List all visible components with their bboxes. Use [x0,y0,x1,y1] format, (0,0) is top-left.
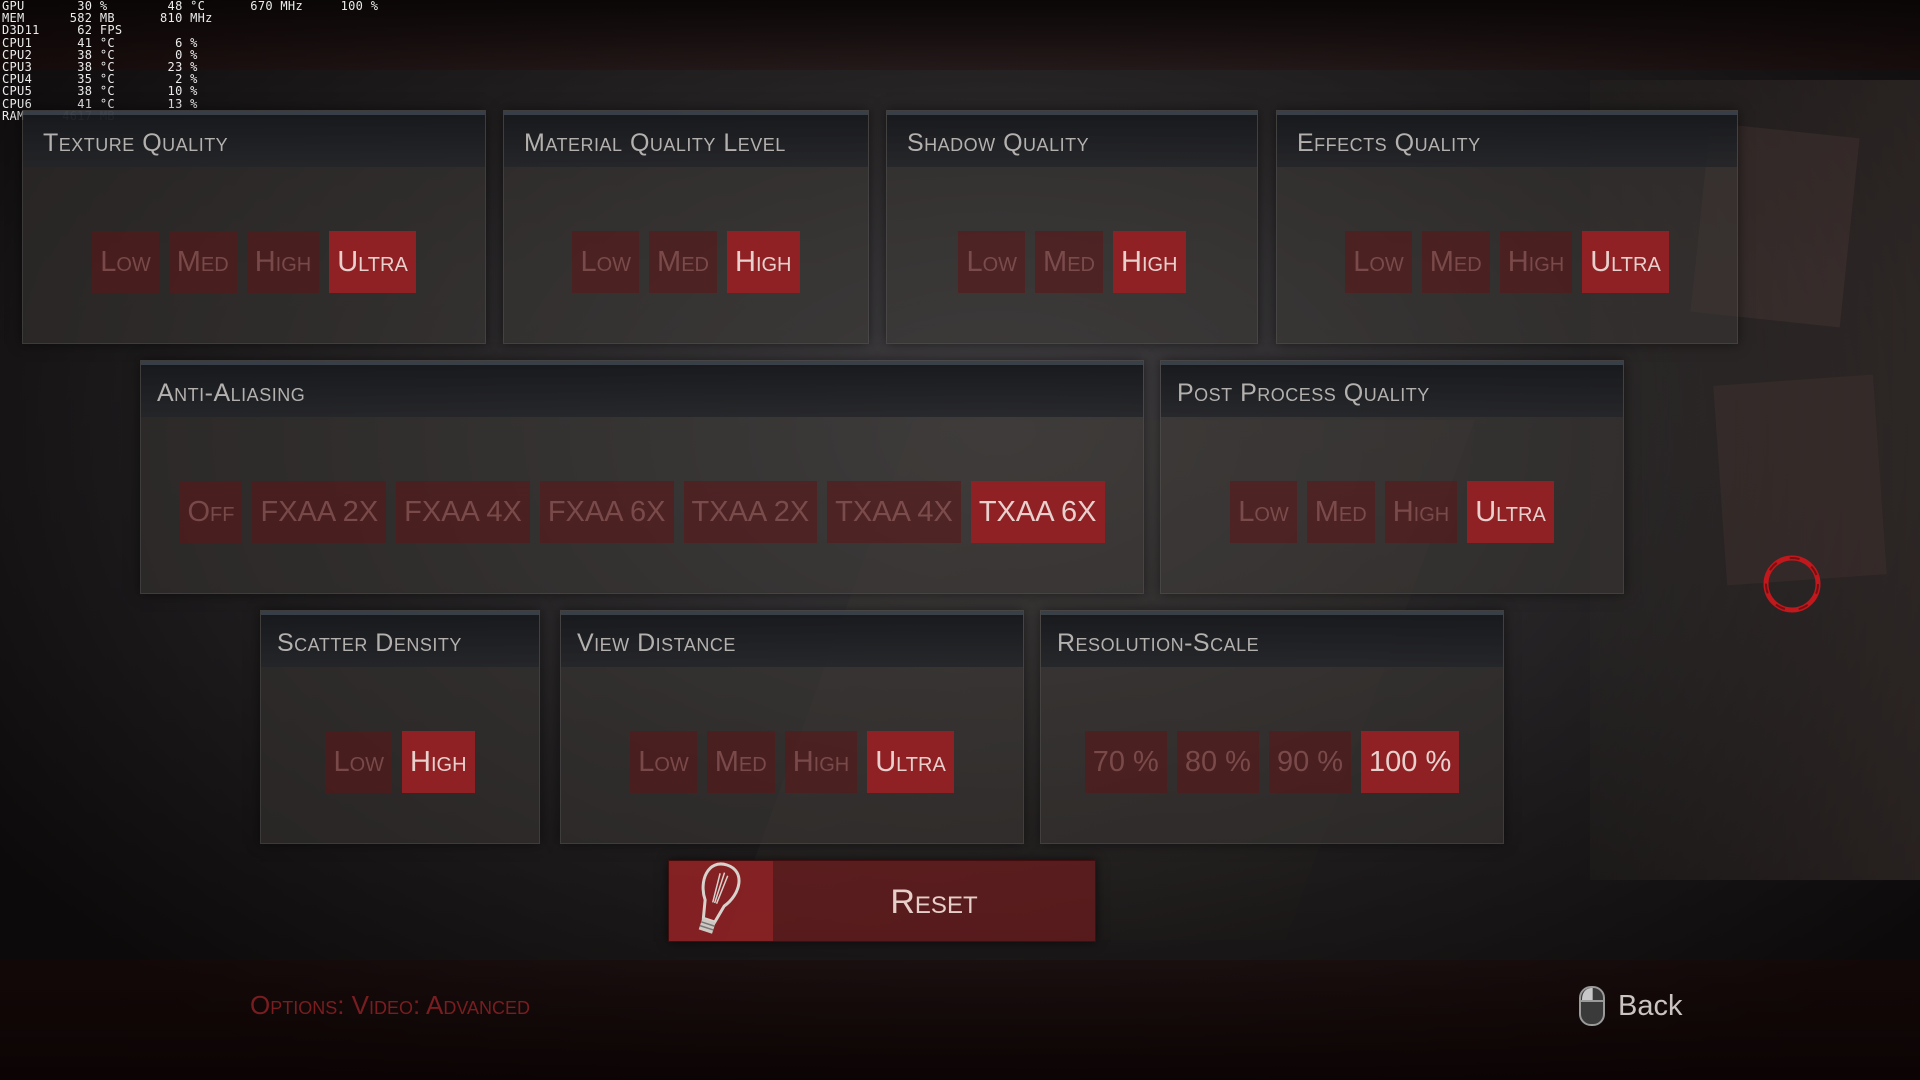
option-antialias-fxaa-2x[interactable]: FXAA 2X [252,481,387,543]
panel-title: Anti-Aliasing [141,361,1143,417]
option-material-med[interactable]: Med [649,231,717,293]
option-antialias-fxaa-4x[interactable]: FXAA 4X [396,481,530,543]
panel-title: Effects Quality [1277,111,1737,167]
option-texture-low[interactable]: Low [92,231,159,293]
option-resscale-100[interactable]: 100 % [1361,731,1460,793]
option-effects-med[interactable]: Med [1421,231,1490,293]
option-antialias-fxaa-6x[interactable]: FXAA 6X [539,481,674,543]
option-viewdist-ultra[interactable]: Ultra [867,731,954,793]
panel-title: Scatter Density [261,611,539,667]
panel-title: Texture Quality [23,111,485,167]
option-effects-low[interactable]: Low [1345,231,1412,293]
option-postprocess-med[interactable]: Med [1306,481,1375,543]
option-effects-ultra[interactable]: Ultra [1582,231,1669,293]
osd-row: MEM 582 MB 810 MHz [2,11,221,26]
option-antialias-off[interactable]: Off [179,481,243,543]
osd-row: CPU3 38 °C 23 % [2,60,221,75]
reset-label: Reset [890,883,978,921]
option-material-low[interactable]: Low [572,231,640,293]
option-antialias-txaa-4x[interactable]: TXAA 4X [827,481,961,543]
option-postprocess-low[interactable]: Low [1230,481,1297,543]
option-postprocess-ultra[interactable]: Ultra [1467,481,1554,543]
option-scatter-high[interactable]: High [402,731,475,793]
panel-resolution-scale: Resolution-Scale 70 %80 %90 %100 % [1040,610,1504,844]
option-shadow-high[interactable]: High [1113,231,1186,293]
performance-overlay: GPU 30 % 48 °C 670 MHz 100 % MEM 582 MB … [2,0,386,122]
option-group: 70 %80 %90 %100 % [1041,731,1503,793]
option-antialias-txaa-6x[interactable]: TXAA 6X [970,481,1105,543]
option-material-high[interactable]: High [727,231,800,293]
osd-row: GPU 30 % 48 °C 670 MHz 100 % [2,0,386,13]
back-button[interactable]: Back [1578,982,1682,1030]
loading-ring-icon [1763,555,1821,613]
osd-row: CPU2 38 °C 0 % [2,47,221,62]
lightbulb-icon [698,862,741,934]
panel-title: Resolution-Scale [1041,611,1503,667]
panel-title: View Distance [561,611,1023,667]
blood-splatter-top [0,0,1920,70]
option-resscale-90[interactable]: 90 % [1268,731,1352,793]
panel-title: Post Process Quality [1161,361,1623,417]
option-viewdist-high[interactable]: High [784,731,858,793]
osd-row: CPU6 41 °C 13 % [2,96,221,111]
panel-title: Material Quality Level [504,111,868,167]
option-shadow-low[interactable]: Low [958,231,1026,293]
option-shadow-med[interactable]: Med [1035,231,1103,293]
option-texture-high[interactable]: High [246,231,320,293]
osd-row: CPU4 35 °C 2 % [2,72,221,87]
option-texture-med[interactable]: Med [168,231,237,293]
option-viewdist-med[interactable]: Med [706,731,775,793]
reset-icon-box [669,861,773,941]
back-label: Back [1618,989,1683,1022]
osd-row: D3D11 62 FPS [2,23,130,38]
breadcrumb: Options: Video: Advanced [250,990,531,1020]
panel-title: Shadow Quality [887,111,1257,167]
option-effects-high[interactable]: High [1499,231,1573,293]
osd-row: CPU5 38 °C 10 % [2,84,221,99]
mouse-icon [1579,986,1605,1026]
osd-row: CPU1 41 °C 6 % [2,35,221,50]
option-antialias-txaa-2x[interactable]: TXAA 2X [683,481,818,543]
option-resscale-70[interactable]: 70 % [1084,731,1167,793]
reset-button[interactable]: Reset [668,860,1096,942]
option-resscale-80[interactable]: 80 % [1176,731,1259,793]
option-scatter-low[interactable]: Low [325,731,393,793]
option-postprocess-high[interactable]: High [1384,481,1458,543]
option-texture-ultra[interactable]: Ultra [329,231,416,293]
option-viewdist-low[interactable]: Low [630,731,697,793]
